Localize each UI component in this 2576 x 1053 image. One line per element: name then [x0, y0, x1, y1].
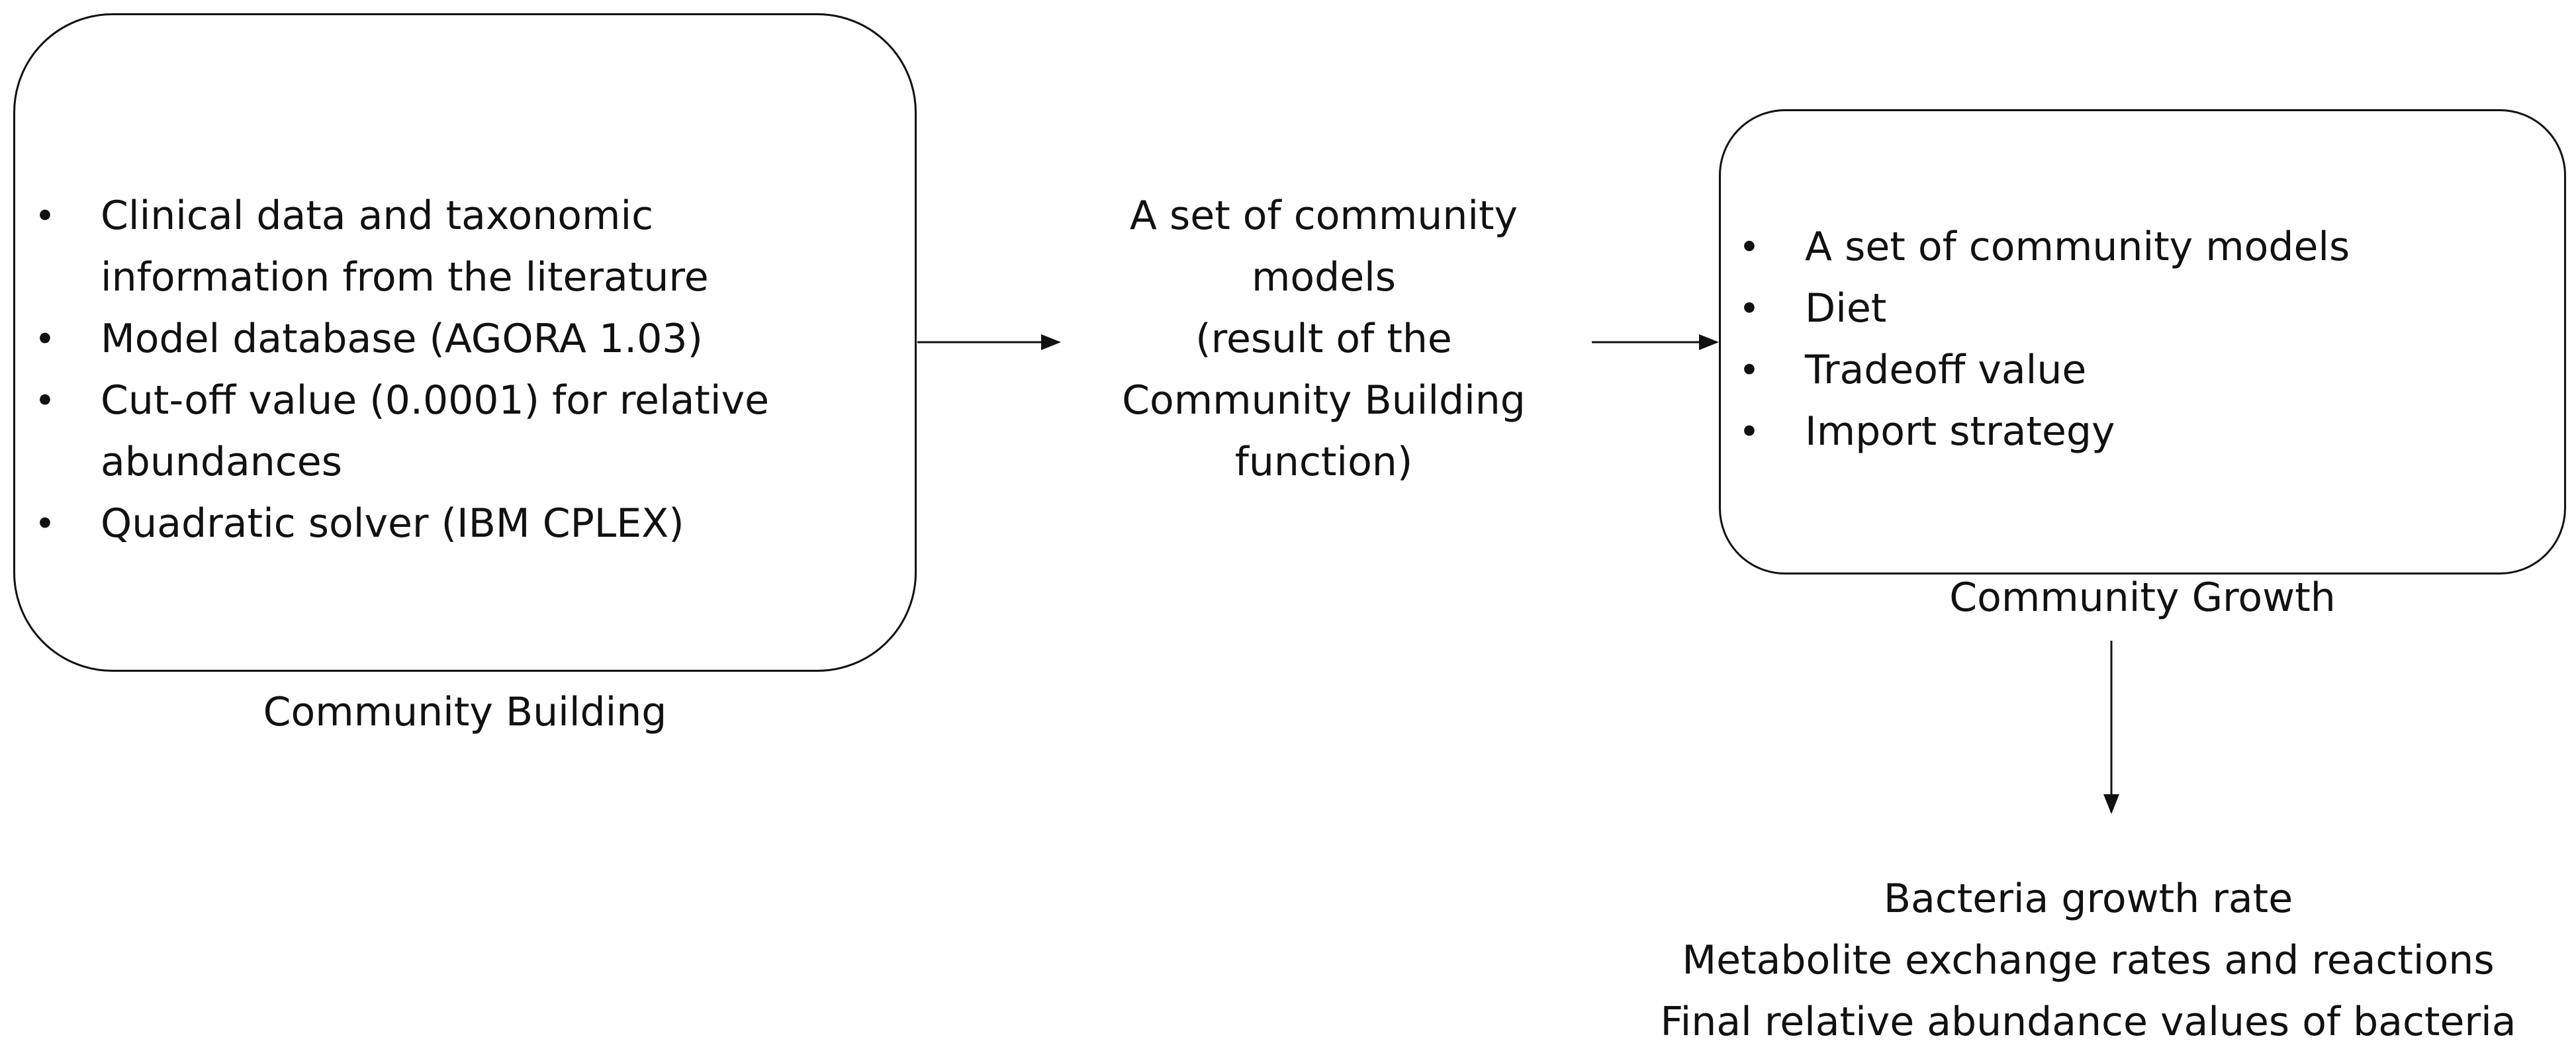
- output-line: Final relative abundance values of bacte…: [1660, 999, 2516, 1045]
- list-item-text: Clinical data and taxonomic information …: [101, 193, 709, 300]
- list-item-text: Diet: [1805, 285, 1887, 332]
- list-item: • Quadratic solver (IBM CPLEX): [34, 493, 882, 555]
- list-item: • Import strategy: [1739, 401, 2533, 463]
- list-item-text: Cut-off value (0.0001) for relative abun…: [101, 377, 770, 485]
- community-growth-box: [1719, 109, 2566, 574]
- intermediate-line: A set of community: [1129, 193, 1518, 239]
- intermediate-line: (result of the: [1195, 316, 1452, 362]
- output-line: Bacteria growth rate: [1883, 876, 2293, 922]
- bullet-icon: •: [1739, 411, 1760, 453]
- list-item: • Model database (AGORA 1.03): [34, 308, 882, 370]
- output-line: Metabolite exchange rates and reactions: [1682, 937, 2495, 984]
- bullet-icon: •: [34, 195, 56, 237]
- community-growth-label: Community Growth: [1949, 574, 2336, 621]
- intermediate-line: Community Building: [1122, 377, 1526, 424]
- community-building-box: [13, 13, 917, 672]
- list-item-text: Tradeoff value: [1805, 347, 2087, 393]
- community-growth-input-list: • A set of community models • Diet • Tra…: [1739, 216, 2533, 463]
- bullet-icon: •: [34, 318, 56, 360]
- output-results-text: Bacteria growth rate Metabolite exchange…: [1615, 868, 2561, 1053]
- list-item: • Diet: [1739, 278, 2533, 340]
- intermediate-line: models: [1251, 254, 1397, 300]
- list-item: • Clinical data and taxonomic informatio…: [34, 185, 882, 308]
- bullet-icon: •: [1739, 226, 1760, 268]
- list-item: • Tradeoff value: [1739, 340, 2533, 401]
- list-item-text: A set of community models: [1805, 224, 2350, 270]
- list-item: • Cut-off value (0.0001) for relative ab…: [34, 370, 882, 493]
- bullet-icon: •: [34, 380, 56, 422]
- list-item: • A set of community models: [1739, 216, 2533, 278]
- intermediate-result-text: A set of community models (result of the…: [1059, 185, 1588, 493]
- list-item-text: Model database (AGORA 1.03): [101, 316, 703, 362]
- community-building-input-list: • Clinical data and taxonomic informatio…: [34, 185, 882, 555]
- bullet-icon: •: [1739, 349, 1760, 391]
- bullet-icon: •: [34, 503, 56, 545]
- intermediate-line: function): [1234, 439, 1413, 485]
- list-item-text: Quadratic solver (IBM CPLEX): [101, 500, 684, 547]
- list-item-text: Import strategy: [1805, 408, 2115, 455]
- bullet-icon: •: [1739, 288, 1760, 330]
- community-building-label: Community Building: [263, 689, 667, 735]
